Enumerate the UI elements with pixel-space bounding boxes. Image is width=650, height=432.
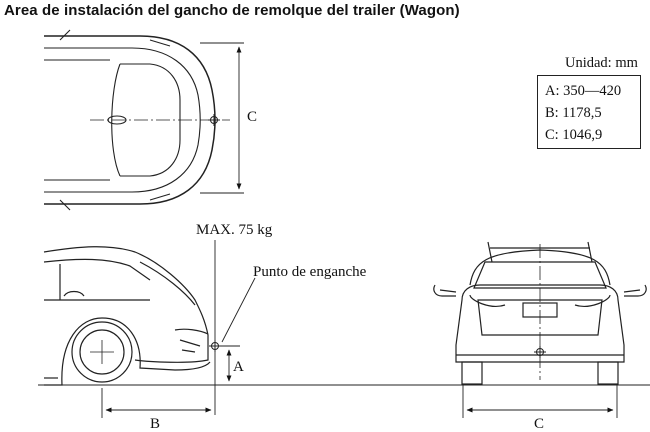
dimension-b-line: [101, 388, 212, 418]
dimensions-table: A: 350—420 B: 1178,5 C: 1046,9: [537, 75, 641, 149]
side-view-car: [43, 246, 211, 386]
dimension-a-line: [220, 345, 240, 382]
dimension-a-value: A: 350—420: [545, 83, 622, 99]
top-dimension-c-label: C: [247, 109, 257, 125]
dimension-a-label: A: [233, 359, 244, 375]
dimension-b-value: B: 1178,5: [545, 105, 602, 121]
dimension-b-label: B: [150, 416, 160, 432]
hitch-point-label: Punto de enganche: [253, 264, 367, 280]
rear-dimension-c-label: C: [534, 416, 544, 432]
max-load-label: MAX. 75 kg: [196, 222, 273, 238]
dimension-c-value: C: 1046,9: [545, 127, 603, 143]
side-hitch-marker: [209, 340, 221, 352]
hitch-leader-line: [221, 277, 256, 343]
rear-dimension-c-line: [462, 385, 618, 418]
rear-hitch-marker: [534, 346, 546, 358]
top-hitch-marker: [208, 114, 220, 126]
top-dimension-c-line: [200, 42, 244, 194]
unit-label: Unidad: mm: [565, 55, 638, 71]
page-title: Area de instalación del gancho de remolq…: [4, 2, 460, 19]
